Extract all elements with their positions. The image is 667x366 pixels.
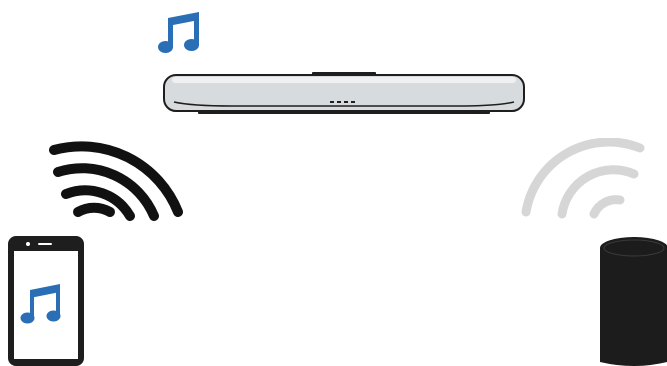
signal-arc-3	[53, 163, 159, 221]
smartphone	[6, 234, 86, 366]
signal-arc-1	[589, 195, 625, 219]
signal-arc-2	[557, 165, 639, 219]
signal-arc-4	[49, 141, 183, 217]
wireless-signal-icon	[48, 134, 184, 230]
smart-speaker-body	[600, 237, 667, 366]
signal-arc-3	[521, 138, 645, 217]
music-note-icon	[20, 284, 61, 324]
music-note-shape	[158, 12, 199, 53]
smartphone-body	[8, 236, 84, 366]
signal-arc-1	[73, 202, 115, 217]
soundbar-indicator-lights	[330, 101, 355, 103]
wireless-signal-icon-inactive	[516, 138, 646, 228]
soundbar	[162, 72, 526, 118]
smart-speaker	[598, 236, 667, 366]
signal-arc-2	[61, 185, 135, 221]
soundbar-body	[163, 72, 525, 114]
music-note-icon	[156, 10, 204, 56]
